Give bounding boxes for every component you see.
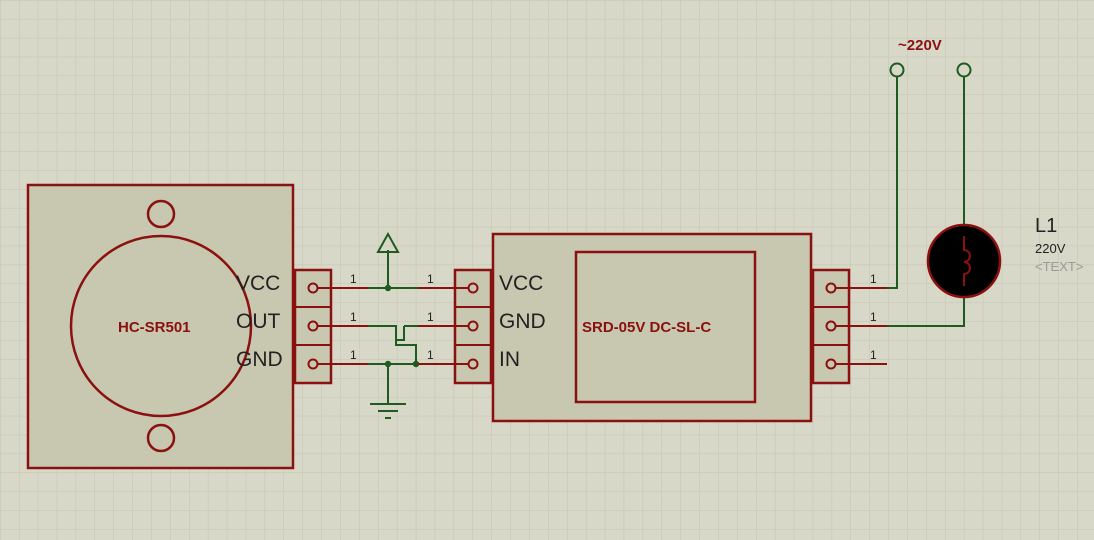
mains-wires[interactable] <box>887 76 965 327</box>
lamp-text-placeholder: <TEXT> <box>1035 259 1083 274</box>
sensor-component[interactable]: HC-SR501 VCC OUT GND 1 1 1 <box>26 183 368 470</box>
terminal-icon[interactable] <box>825 320 837 332</box>
terminal-icon[interactable] <box>307 282 319 294</box>
terminal-icon[interactable] <box>467 282 479 294</box>
relay-inner <box>574 250 757 404</box>
mains-terminal-icon[interactable] <box>889 62 905 78</box>
terminal-icon[interactable] <box>307 358 319 370</box>
ground-icon[interactable] <box>370 403 406 419</box>
relay-input-pin-number: 1 <box>427 310 434 324</box>
sensor-pin-number: 1 <box>350 310 357 324</box>
sensor-mount-hole-top <box>146 199 176 229</box>
relay-pin-gnd-label: GND <box>499 310 546 333</box>
junction-dot <box>384 360 392 368</box>
power-icon[interactable] <box>376 231 400 253</box>
relay-pin-vcc-label: VCC <box>499 272 543 295</box>
terminal-icon[interactable] <box>825 358 837 370</box>
terminal-icon[interactable] <box>467 358 479 370</box>
relay-component[interactable]: SRD-05V DC-SL-C VCC GND IN 1 1 1 1 1 1 <box>418 232 887 423</box>
lamp-icon[interactable] <box>926 223 1002 299</box>
relay-output-pin-number: 1 <box>870 272 877 286</box>
sensor-pin-number: 1 <box>350 348 357 362</box>
sensor-mount-hole-bottom <box>146 423 176 453</box>
relay-pin-in-label: IN <box>499 348 520 371</box>
sensor-pin-gnd-label: GND <box>236 348 283 371</box>
lamp-value: 220V <box>1035 241 1066 256</box>
terminal-icon[interactable] <box>825 282 837 294</box>
relay-input-pin-number: 1 <box>427 348 434 362</box>
lamp-designator: L1 <box>1035 215 1057 237</box>
sensor-pin-out-label: OUT <box>236 310 281 333</box>
mains-terminal-icon[interactable] <box>956 62 972 78</box>
junction-dot <box>412 360 420 368</box>
sensor-pin-number: 1 <box>350 272 357 286</box>
terminal-icon[interactable] <box>307 320 319 332</box>
terminal-icon[interactable] <box>467 320 479 332</box>
relay-output-pin-number: 1 <box>870 310 877 324</box>
sensor-name: HC-SR501 <box>118 319 191 336</box>
relay-input-pin-number: 1 <box>427 272 434 286</box>
relay-body <box>491 232 813 423</box>
relay-output-pin-number: 1 <box>870 348 877 362</box>
sensor-lens <box>69 234 253 418</box>
relay-name: SRD-05V DC-SL-C <box>582 319 711 336</box>
sensor-pin-vcc-label: VCC <box>236 272 280 295</box>
mains-label: ~220V <box>898 37 942 54</box>
junction-dot <box>384 284 392 292</box>
